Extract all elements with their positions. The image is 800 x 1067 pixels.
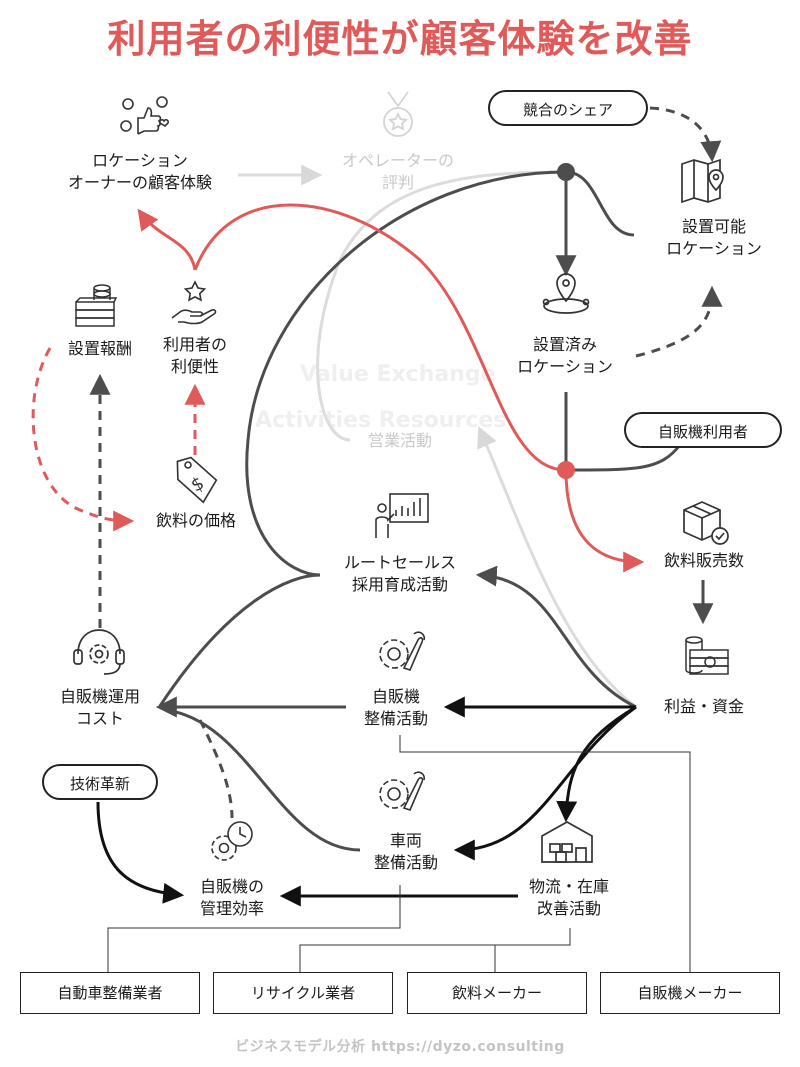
hub-point-join bbox=[557, 461, 575, 479]
node-user-convenience: 利用者の 利便性 bbox=[145, 334, 245, 378]
partner-label-vm-maker: 自販機メーカー bbox=[637, 984, 743, 1002]
partner-box-recycling: リサイクル業者 bbox=[213, 972, 393, 1014]
node-vm-maintenance: 自販機 整備活動 bbox=[346, 686, 446, 730]
warehouse-icon bbox=[541, 821, 593, 863]
pill-competitor-share: 競合のシェア bbox=[488, 90, 648, 126]
faces-thumbs-up-icon bbox=[120, 96, 170, 135]
connector-partner-auto bbox=[107, 885, 401, 972]
edge-profit-to-vehicle bbox=[453, 705, 637, 861]
watermark-line-2: Activities Resources bbox=[255, 408, 507, 433]
node-profit-funds: 利益・資金 bbox=[644, 696, 764, 718]
node-beverage-sales: 飲料販売数 bbox=[644, 550, 764, 572]
edge-share-to-installable bbox=[649, 106, 722, 163]
gear-wrench-icon bbox=[379, 631, 426, 671]
edge-join-to-sales-count bbox=[564, 469, 645, 573]
node-installable-locations: 設置可能 ロケーション bbox=[634, 216, 794, 260]
gear-wrench-icon-2 bbox=[379, 771, 426, 811]
node-vehicle-maintenance: 車両 整備活動 bbox=[356, 830, 456, 874]
map-pin-icon bbox=[681, 158, 724, 204]
hand-star-icon bbox=[171, 280, 217, 325]
node-sales-activities-label: 営業活動 bbox=[367, 431, 432, 450]
location-target-icon bbox=[542, 273, 590, 314]
pill-tech-innovation-label: 技術革新 bbox=[69, 775, 130, 793]
edge-convenience-to-cx bbox=[137, 208, 197, 271]
node-beverage-sales-label: 飲料販売数 bbox=[663, 551, 744, 570]
price-tag-dollar-icon: $ bbox=[176, 456, 218, 504]
partner-label-beverage-maker: 飲料メーカー bbox=[451, 984, 542, 1002]
node-route-sales-label: ルートセールス 採用育成活動 bbox=[343, 553, 456, 594]
svg-text:$: $ bbox=[188, 473, 208, 497]
partner-box-auto-maintenance: 自動車整備業者 bbox=[20, 972, 200, 1014]
edge-installed-to-installable bbox=[635, 285, 723, 358]
edge-users-to-join bbox=[565, 444, 682, 472]
delivery-box-check-icon bbox=[683, 501, 729, 545]
money-coins-icon bbox=[685, 636, 729, 675]
node-vehicle-maintenance-label: 車両 整備活動 bbox=[373, 831, 438, 872]
node-vm-management-efficiency: 自販機の 管理効率 bbox=[180, 876, 284, 920]
node-location-owner-cx: ロケーション オーナーの顧客体験 bbox=[40, 150, 240, 194]
edge-faded-profit-sales bbox=[477, 426, 637, 709]
watermark-line-1: Value Exchange bbox=[300, 362, 496, 387]
node-installation-reward: 設置報酬 bbox=[40, 338, 160, 360]
node-operator-reputation-label: オペレーターの 評判 bbox=[341, 151, 454, 192]
hub-point-top bbox=[557, 163, 575, 181]
partner-label-recycling: リサイクル業者 bbox=[250, 984, 356, 1002]
edge-tech-to-efficiency bbox=[96, 801, 185, 904]
pill-tech-innovation: 技術革新 bbox=[42, 764, 158, 800]
node-vm-maintenance-label: 自販機 整備活動 bbox=[363, 687, 428, 728]
partner-box-beverage-maker: 飲料メーカー bbox=[407, 972, 587, 1014]
node-vm-operation-cost-label: 自販機運用 コスト bbox=[59, 687, 140, 728]
edge-cost-to-efficiency bbox=[198, 719, 234, 819]
page-title: 利用者の利便性が顧客体験を改善 bbox=[107, 17, 693, 61]
node-logistics-label: 物流・在庫 改善活動 bbox=[528, 877, 609, 918]
gear-clock-icon bbox=[211, 821, 253, 861]
presentation-chart-icon bbox=[375, 493, 429, 538]
node-installed-locations: 設置済み ロケーション bbox=[490, 334, 640, 378]
money-stack-icon bbox=[75, 284, 118, 327]
pill-vm-users-label: 自販機利用者 bbox=[657, 423, 748, 441]
edge-convenience-to-join bbox=[193, 203, 567, 472]
node-operator-reputation: オペレーターの 評判 bbox=[318, 150, 478, 194]
pill-vm-users: 自販機利用者 bbox=[624, 412, 782, 448]
node-sales-activities: 営業活動 bbox=[350, 430, 450, 452]
partner-box-vm-maker: 自販機メーカー bbox=[600, 972, 780, 1014]
node-vm-management-efficiency-label: 自販機の 管理効率 bbox=[199, 877, 264, 918]
edge-vehicle-to-cost bbox=[164, 708, 361, 852]
edge-faded-hub-curve bbox=[316, 170, 567, 442]
node-location-owner-cx-label: ロケーション オーナーの顧客体験 bbox=[67, 151, 212, 192]
connector-partner-recycle bbox=[299, 928, 571, 972]
medal-star-icon bbox=[383, 91, 413, 137]
node-installed-locations-label: 設置済み ロケーション bbox=[517, 335, 613, 376]
connector-partner-vm-maker bbox=[399, 735, 691, 972]
node-beverage-price-label: 飲料の価格 bbox=[155, 511, 236, 530]
edge-profit-to-route-sales bbox=[475, 565, 637, 709]
node-profit-funds-label: 利益・資金 bbox=[663, 697, 744, 716]
edge-hub-to-installable bbox=[565, 170, 635, 237]
node-installation-reward-label: 設置報酬 bbox=[67, 339, 132, 358]
node-beverage-price: 飲料の価格 bbox=[136, 510, 256, 532]
node-logistics: 物流・在庫 改善活動 bbox=[514, 876, 624, 920]
footer-credit: ビジネスモデル分析 https://dyzo.consulting bbox=[235, 1039, 565, 1055]
edge-hub-to-route-sales bbox=[158, 170, 567, 707]
edge-profit-to-logistics bbox=[556, 705, 637, 823]
node-installable-locations-label: 設置可能 ロケーション bbox=[666, 217, 762, 258]
node-route-sales: ルートセールス 採用育成活動 bbox=[320, 552, 480, 596]
headset-gear-icon bbox=[73, 629, 125, 675]
node-user-convenience-label: 利用者の 利便性 bbox=[162, 335, 227, 376]
pill-competitor-share-label: 競合のシェア bbox=[522, 101, 613, 119]
node-vm-operation-cost: 自販機運用 コスト bbox=[40, 686, 160, 730]
partner-label-auto-maintenance: 自動車整備業者 bbox=[57, 984, 163, 1002]
edge-reward-to-price bbox=[31, 347, 135, 532]
